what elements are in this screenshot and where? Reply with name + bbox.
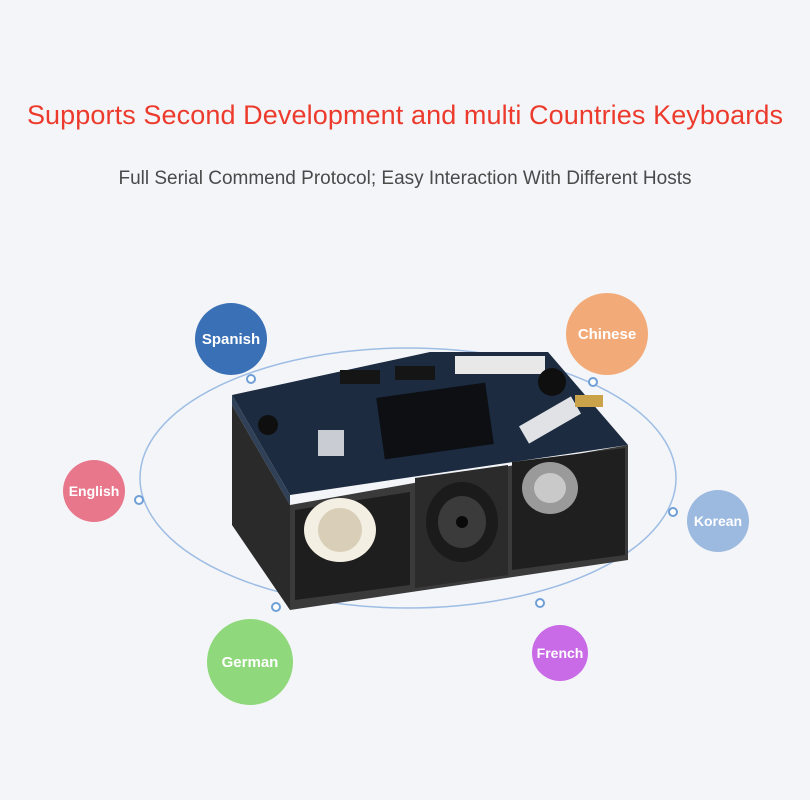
scan-engine-module-icon — [232, 352, 628, 610]
language-label: English — [68, 483, 120, 499]
language-label: German — [221, 653, 279, 671]
language-label: Korean — [693, 513, 743, 529]
language-bubble-german: German — [207, 619, 293, 705]
language-label: French — [536, 645, 584, 661]
language-bubble-english: English — [63, 460, 125, 522]
language-bubble-french: French — [532, 625, 588, 681]
language-bubble-korean: Korean — [687, 490, 749, 552]
language-label: Chinese — [577, 325, 637, 343]
page-subtitle: Full Serial Commend Protocol; Easy Inter… — [118, 168, 692, 189]
orbit-node — [271, 602, 281, 612]
language-bubble-chinese: Chinese — [566, 293, 648, 375]
language-bubble-spanish: Spanish — [195, 303, 267, 375]
orbit-ring — [139, 347, 677, 609]
orbit-node — [535, 598, 545, 608]
orbit-node — [588, 377, 598, 387]
orbit-node — [668, 507, 678, 517]
orbit-node — [246, 374, 256, 384]
page-title: Supports Second Development and multi Co… — [26, 100, 784, 130]
language-label: Spanish — [201, 330, 261, 348]
orbit-node — [134, 495, 144, 505]
